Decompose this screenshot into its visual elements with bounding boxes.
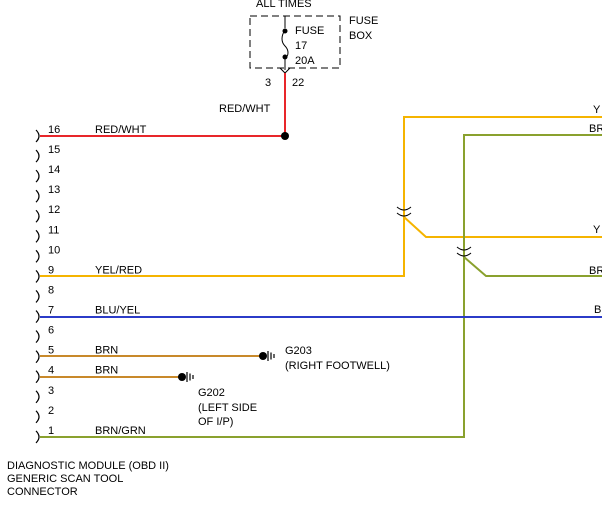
pin-number: 15: [48, 144, 60, 156]
inline-connector-green: [456, 246, 472, 257]
fuse-pin-left: 3: [265, 77, 271, 89]
fuse-box-outline: [249, 15, 341, 69]
pin-terminal-icon: [35, 129, 40, 143]
pin-terminal-icon: [35, 229, 40, 243]
inline-connector-yellow: [396, 206, 412, 217]
pin-number: 14: [48, 164, 60, 176]
ground-g202-name: G202: [198, 387, 225, 399]
fuse-pin-right: 22: [292, 77, 304, 89]
pin-number: 9: [48, 264, 54, 276]
connector-caption-2: GENERIC SCAN TOOL: [7, 473, 123, 485]
ground-g203-desc: (RIGHT FOOTWELL): [285, 360, 390, 372]
ground-g203-icon: [259, 351, 275, 361]
connector-caption-1: DIAGNOSTIC MODULE (OBD II): [7, 460, 169, 472]
pin-terminal-icon: [35, 209, 40, 223]
pin-number: 2: [48, 405, 54, 417]
fuse-box-label-1: FUSE: [349, 15, 378, 27]
pin-wire-label: RED/WHT: [95, 124, 147, 136]
fuse-box-label-2: BOX: [349, 30, 373, 42]
pin-terminal-icon: [35, 269, 40, 283]
pin-terminal-icon: [35, 390, 40, 404]
pin-terminal-icon: [35, 169, 40, 183]
pin-wire-label: BLU/YEL: [95, 305, 140, 317]
pin-wire-label: BRN: [95, 345, 118, 357]
wires: [40, 73, 602, 438]
connector-caption-3: CONNECTOR: [7, 486, 78, 498]
ground-g202-desc-1: (LEFT SIDE: [198, 402, 257, 414]
pin-terminal-icon: [35, 290, 40, 303]
pin-terminal-icon: [35, 330, 40, 344]
pin-number: 13: [48, 184, 60, 196]
edge-label-2: BR: [589, 123, 602, 135]
pin-number: 16: [48, 124, 60, 136]
ground-g203-name: G203: [285, 345, 312, 357]
pin-number: 7: [48, 305, 54, 317]
pin-number: 4: [48, 365, 54, 377]
pin-number: 5: [48, 345, 54, 357]
pin-terminal-icon: [35, 249, 40, 263]
pin-wire-label: BRN/GRN: [95, 425, 146, 437]
pin-terminal-icon: [35, 310, 40, 323]
pin-wire-label: BRN: [95, 365, 118, 377]
pin-wire-label: YEL/RED: [95, 264, 142, 276]
fuse-wire-label: RED/WHT: [219, 103, 271, 115]
ground-g202-icon: [178, 372, 194, 382]
splice-dot: [281, 132, 289, 140]
edge-label-4: BR: [589, 265, 602, 277]
edge-label-5: B: [594, 304, 601, 316]
edge-label-3: Y: [593, 224, 601, 236]
wire-green-branch: [463, 256, 602, 277]
fuse-rating: 20A: [295, 55, 315, 67]
pin-number: 10: [48, 244, 60, 256]
pin-number: 3: [48, 385, 54, 397]
pin-number: 8: [48, 284, 54, 296]
pin-terminal-icon: [35, 149, 40, 163]
pin-number: 6: [48, 325, 54, 337]
pin-terminal-icon: [35, 350, 40, 364]
wire-yellow-branch: [403, 216, 602, 238]
pin-number: 12: [48, 204, 60, 216]
fuse-number: 17: [295, 40, 307, 52]
ground-g202-desc-2: OF I/P): [198, 416, 233, 428]
fuse-symbol: [279, 16, 291, 74]
wire-brn-grn: [40, 134, 602, 438]
fuse-label: FUSE: [295, 25, 324, 37]
pin-terminal-icon: [35, 189, 40, 203]
pin-number: 11: [48, 224, 59, 236]
edge-label-1: Y: [593, 104, 601, 116]
pin-terminal-icon: [35, 430, 40, 444]
pin-terminal-icon: [35, 370, 40, 384]
pin-terminal-icon: [35, 410, 40, 424]
supply-label: ALL TIMES: [256, 0, 312, 10]
wire-yel-red: [40, 116, 602, 277]
pin-number: 1: [48, 425, 54, 437]
